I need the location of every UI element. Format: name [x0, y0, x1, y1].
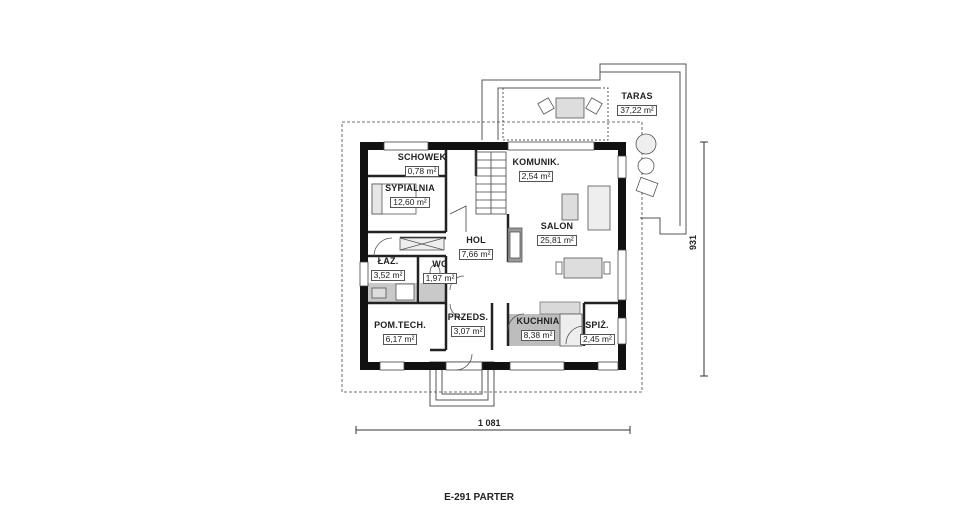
plan-caption: E-291 PARTER: [444, 492, 514, 503]
width-dimension-label: 1 081: [478, 418, 501, 428]
room-area: 3,52 m²: [370, 270, 406, 282]
room-area: 25,81 m²: [537, 235, 577, 247]
room-name: POM.TECH.: [374, 320, 426, 330]
room-area: 2,45 m²: [580, 334, 615, 346]
room-area: 2,54 m²: [518, 171, 554, 183]
room-name: KOMUNIK.: [512, 157, 560, 167]
room-label-wc: WC 1,97 m²: [422, 259, 458, 286]
room-label-taras: TARAS 37,22 m²: [612, 91, 662, 118]
room-name: SCHOWEK: [397, 152, 447, 162]
room-area: 37,22 m²: [617, 105, 657, 117]
room-label-schowek: SCHOWEK 0,78 m²: [396, 152, 448, 179]
room-name: KUCHNIA: [516, 316, 560, 326]
room-name: HOL: [466, 235, 486, 245]
depth-dimension-label: 931: [688, 234, 698, 250]
terrace-outline: [481, 63, 687, 235]
furniture: [371, 97, 659, 347]
room-name: WC: [432, 259, 448, 269]
room-label-przeds: PRZEDS. 3,07 m²: [446, 312, 490, 339]
room-area: 7,66 m²: [458, 249, 494, 261]
room-label-spiz: SPIŻ. 2,45 m²: [580, 320, 615, 347]
room-label-salon: SALON 25,81 m²: [532, 221, 582, 248]
staircase: [449, 151, 507, 232]
room-label-kuchnia: KUCHNIA 8,38 m²: [512, 316, 564, 343]
dimension-lines: [355, 141, 708, 434]
room-area: 1,97 m²: [422, 273, 458, 285]
windows: [359, 141, 627, 371]
room-area: 3,07 m²: [450, 326, 486, 338]
eaves-outline: [341, 121, 643, 393]
room-name: SALON: [540, 221, 574, 231]
room-area: 8,38 m²: [520, 330, 556, 342]
room-label-pomtech: POM.TECH. 6,17 m²: [374, 320, 426, 347]
room-label-sypialnia: SYPIALNIA 12,60 m²: [382, 183, 438, 210]
room-label-komunik: KOMUNIK. 2,54 m²: [510, 157, 562, 184]
room-label-hol: HOL 7,66 m²: [454, 235, 498, 262]
room-area: 6,17 m²: [382, 334, 418, 346]
room-label-laz: ŁAZ. 3,52 m²: [368, 256, 408, 283]
room-name: SPIŻ.: [585, 320, 609, 330]
room-name: PRZEDS.: [447, 312, 489, 322]
room-name: TARAS: [621, 91, 653, 101]
room-area: 12,60 m²: [390, 197, 430, 209]
room-name: SYPIALNIA: [385, 183, 435, 193]
room-area: 0,78 m²: [404, 166, 440, 178]
room-name: ŁAZ.: [377, 256, 399, 266]
